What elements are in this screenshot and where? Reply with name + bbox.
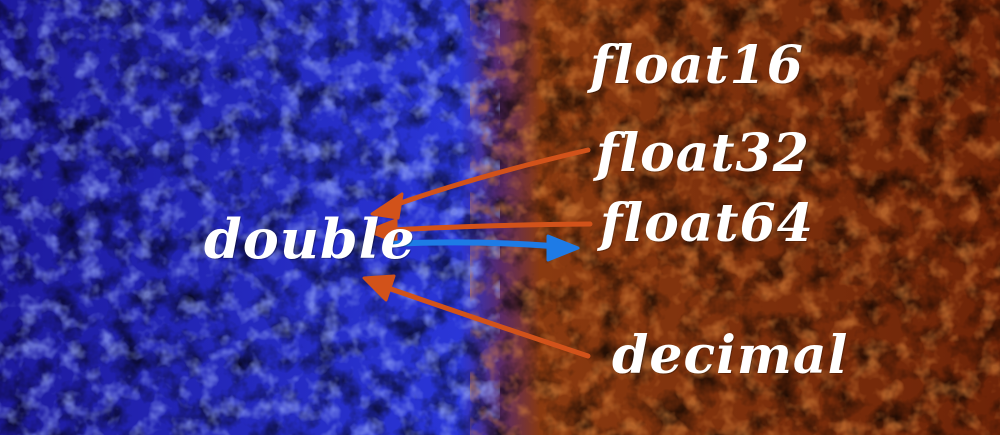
- label-decimal: decimal: [612, 325, 849, 386]
- label-double: double: [204, 207, 416, 271]
- label-float32: float32: [596, 123, 810, 184]
- label-float16: float16: [590, 35, 804, 96]
- label-float64: float64: [600, 193, 814, 254]
